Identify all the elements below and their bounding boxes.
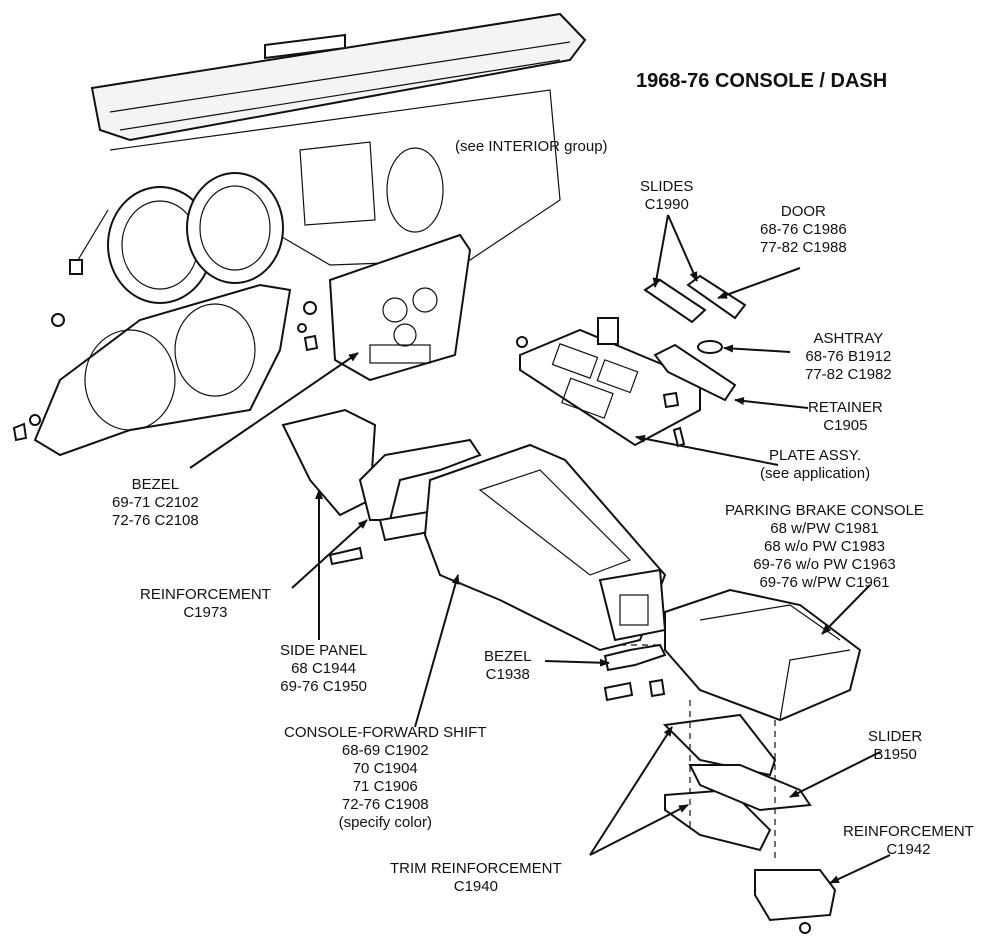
label-console-forward-shift: CONSOLE-FORWARD SHIFT 68-69 C1902 70 C19… — [284, 724, 487, 831]
bezel-1938 — [603, 643, 667, 702]
reinforcement-c1942 — [754, 869, 837, 934]
console-forward-shift — [423, 443, 667, 652]
trim-reinforcement — [662, 713, 777, 852]
label-reinforcement-c1942: REINFORCEMENT C1942 — [843, 823, 974, 858]
leader-lines — [189, 214, 891, 884]
label-parking-brake-console: PARKING BRAKE CONSOLE 68 w/PW C1981 68 w… — [725, 502, 924, 591]
label-ashtray: ASHTRAY 68-76 B1912 77-82 C1982 — [805, 330, 892, 383]
center-dash-panel — [297, 233, 472, 382]
diagram-title: 1968-76 CONSOLE / DASH — [636, 70, 888, 92]
side-panel — [281, 408, 377, 517]
plate-assembly — [516, 317, 701, 448]
label-reinforcement-c1973: REINFORCEMENT C1973 — [140, 586, 271, 621]
dash-bezel — [12, 283, 292, 457]
label-bezel-c1938: BEZEL C1938 — [484, 648, 532, 683]
gauge-cluster — [69, 172, 284, 304]
parking-brake-console — [664, 588, 862, 722]
slider-b1950 — [688, 764, 812, 812]
dash-pad — [90, 12, 587, 142]
label-plate-assembly: PLATE ASSY. (see application) — [760, 447, 871, 482]
ashtray-retainer — [653, 340, 737, 409]
label-side-panel: SIDE PANEL 68 C1944 69-76 C1950 — [280, 642, 368, 695]
label-slides: SLIDES C1990 — [640, 178, 694, 213]
dash-panel — [109, 89, 561, 266]
label-slider: SLIDER B1950 — [868, 728, 923, 763]
label-door: DOOR 68-76 C1986 77-82 C1988 — [760, 203, 847, 256]
label-interior-reference: (see INTERIOR group) — [455, 138, 608, 155]
label-dash-bezel: BEZEL 69-71 C2102 72-76 C2108 — [112, 476, 199, 529]
slides-door — [643, 274, 747, 324]
label-trim-reinforcement: TRIM REINFORCEMENT C1940 — [390, 860, 562, 895]
label-retainer: RETAINER C1905 — [808, 399, 883, 434]
alignment-lines — [620, 644, 776, 860]
